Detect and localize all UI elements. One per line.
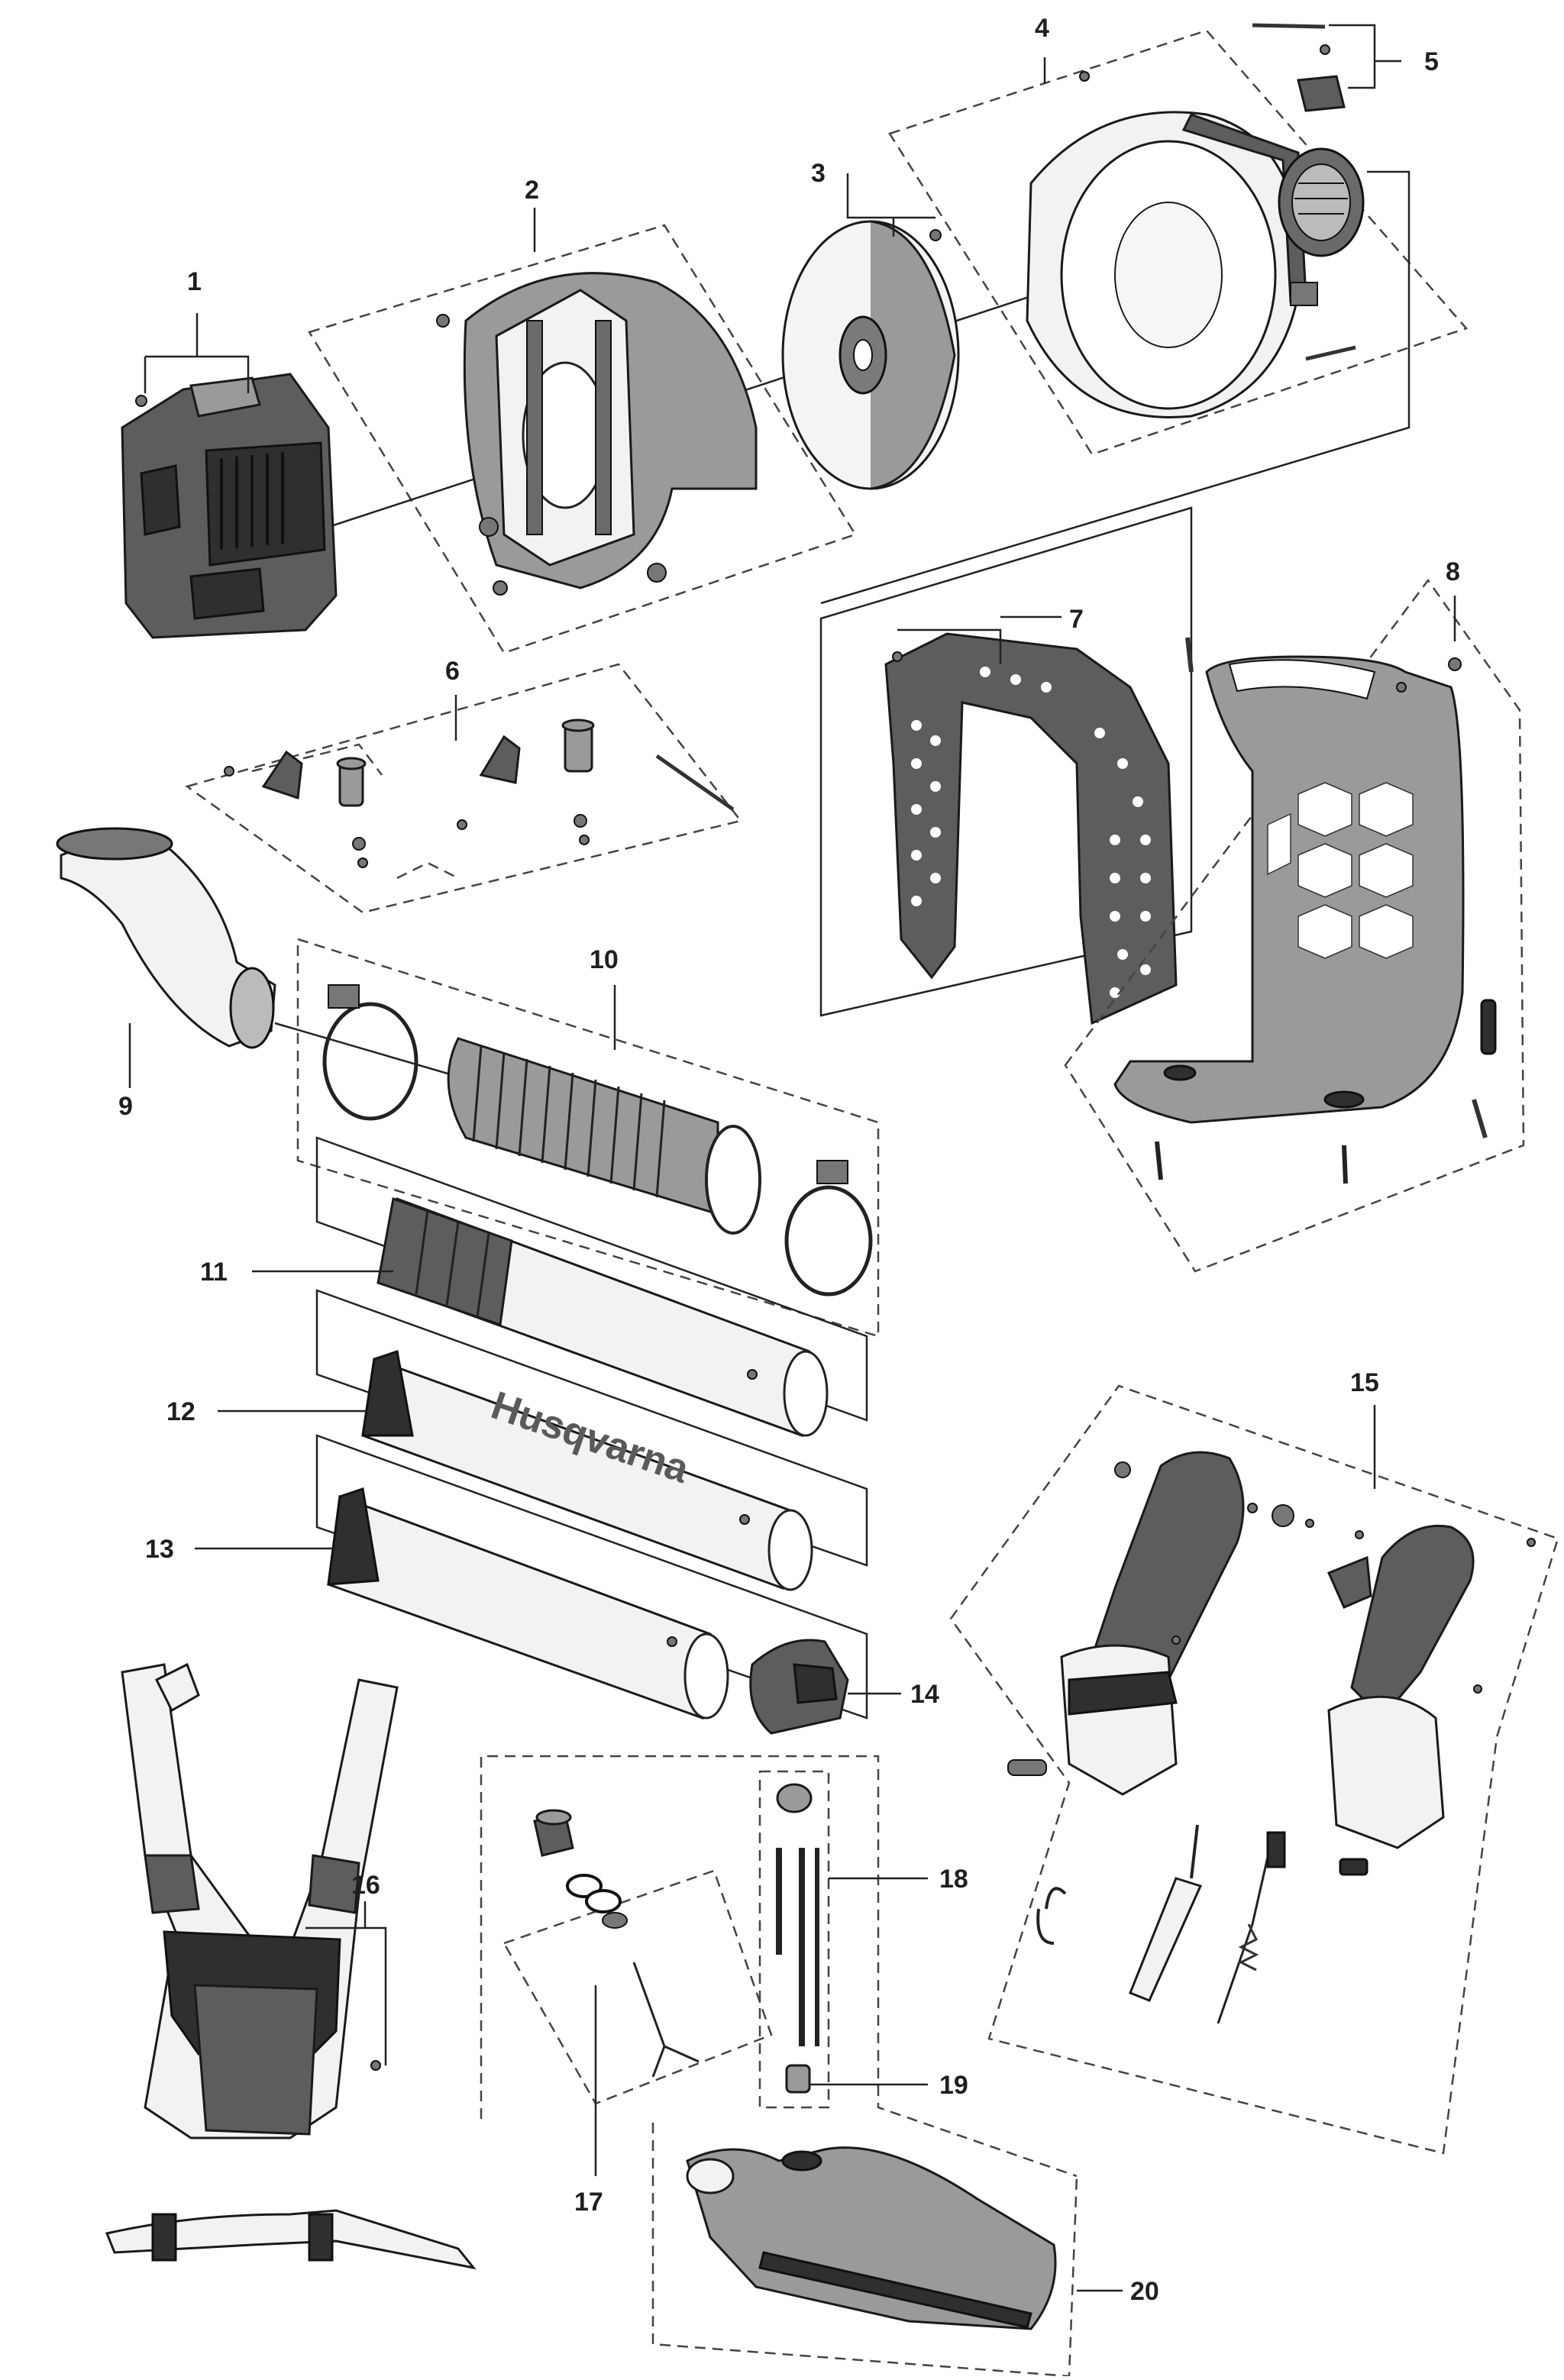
back-pad-part — [884, 632, 1178, 1025]
fuel-line-part — [776, 1783, 819, 2046]
assembly-bracket — [820, 170, 1411, 605]
callout-19: 19 — [939, 2071, 968, 2100]
callout-5: 5 — [1424, 47, 1439, 76]
impeller-part — [781, 220, 960, 490]
throttle-handle-part — [1007, 1451, 1314, 1796]
group-frame-17 — [502, 1869, 773, 2105]
callout-2: 2 — [525, 176, 539, 205]
callout-12: 12 — [166, 1397, 196, 1426]
harness-part — [105, 1662, 477, 2270]
callout-15: 15 — [1350, 1368, 1379, 1397]
callout-9: 9 — [118, 1092, 133, 1121]
group-frame-6 — [185, 663, 743, 914]
group-frame-15 — [949, 1384, 1559, 2155]
backpack-frame-part — [1113, 637, 1497, 1184]
callout-14: 14 — [910, 1680, 939, 1709]
handle-half-part — [1326, 1524, 1536, 1876]
callout-13: 13 — [145, 1535, 174, 1564]
elbow-part — [56, 827, 276, 1049]
inner-tube-part — [376, 1196, 829, 1438]
fan-housing-part — [436, 272, 758, 596]
callout-20: 20 — [1130, 2277, 1159, 2306]
callout-1: 1 — [187, 267, 202, 296]
callout-4: 4 — [1035, 14, 1049, 43]
callout-7: 7 — [1069, 605, 1084, 634]
leader-lines — [128, 24, 1456, 2292]
group-frame-2 — [308, 224, 857, 654]
group-frame-13 — [315, 1434, 868, 1720]
group-frame-20 — [651, 2123, 1078, 2378]
fuel-tank-part — [686, 2146, 1057, 2330]
throttle-cable-part — [1036, 1824, 1286, 2024]
group-frame-18 — [758, 1770, 830, 2109]
flex-hose-part — [322, 984, 873, 1297]
callout-16: 16 — [351, 1871, 380, 1900]
group-frame-outer-17-20 — [480, 1755, 1078, 2178]
group-frame-4 — [888, 29, 1469, 456]
callout-11: 11 — [200, 1258, 228, 1287]
callout-8: 8 — [1446, 557, 1460, 586]
fan-cover-part — [1026, 71, 1318, 418]
fuel-cap-kit-part — [533, 1809, 700, 2078]
nozzle-tube-part — [327, 1487, 729, 1720]
group-frame-7 — [819, 506, 1193, 1017]
nozzle-tip-part — [749, 1639, 849, 1735]
group-frame-10 — [296, 938, 880, 1338]
group-frame-6-inner2 — [396, 861, 459, 880]
callout-6: 6 — [445, 657, 460, 686]
callout-3: 3 — [811, 159, 826, 188]
fuel-filter-part — [785, 2064, 811, 2094]
group-frame-11 — [315, 1136, 868, 1422]
mount-kit-part — [224, 719, 735, 868]
hose-axis — [274, 1022, 459, 1078]
intake-grill-part — [1252, 23, 1365, 361]
callout-17: 17 — [574, 2188, 603, 2217]
group-frame-12 — [315, 1289, 868, 1567]
callout-10: 10 — [590, 945, 619, 974]
callout-18: 18 — [939, 1865, 968, 1894]
engine-cover-part — [121, 373, 338, 639]
